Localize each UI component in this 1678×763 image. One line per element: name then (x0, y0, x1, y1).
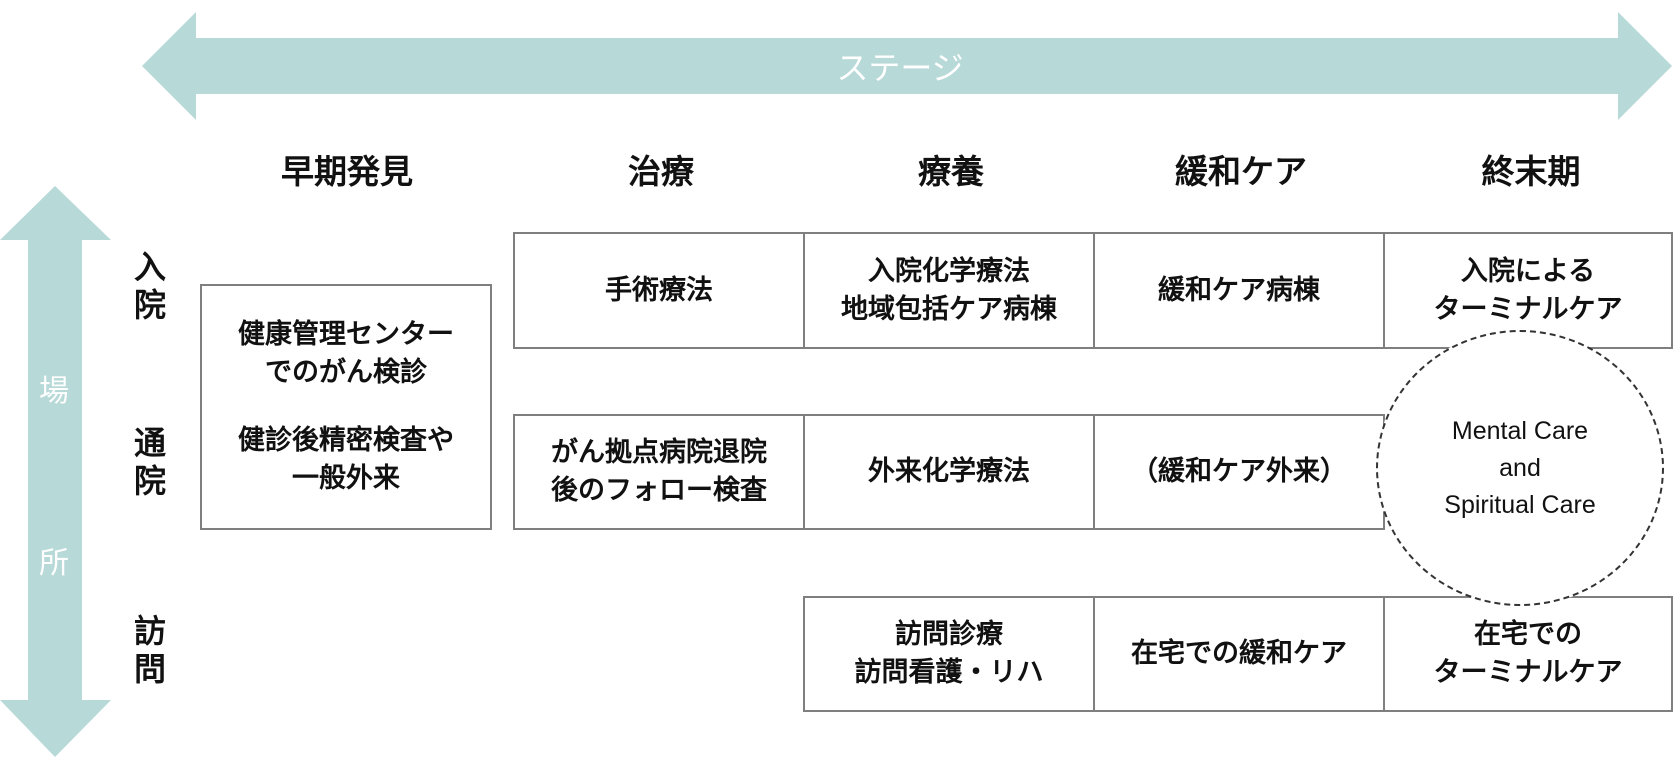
cell-text-line-2: ターミナルケア (1433, 657, 1623, 688)
inpatient-terminal-cell: 入院による ターミナルケア (1383, 232, 1673, 349)
cell-text: 在宅での緩和ケア (1131, 638, 1347, 669)
outpatient-treatment-cell: がん拠点病院退院 後のフォロー検査 (513, 414, 805, 530)
early-detection-line-3: 健診後精密検査や (238, 425, 454, 456)
inpatient-treatment-cell: 手術療法 (513, 232, 805, 349)
stage-header-treatment: 治療 (628, 152, 694, 191)
cell-text-line-2: ターミナルケア (1433, 293, 1623, 325)
early-detection-box: 健康管理センター でのがん検診 健診後精密検査や 一般外来 (200, 284, 492, 530)
cell-text: （緩和ケア外来） (1131, 456, 1347, 487)
cell-text-line-1: がん拠点病院退院 (551, 437, 767, 468)
place-header-inpatient: 入 院 (133, 248, 166, 324)
place-axis-label-2: 所 (39, 546, 69, 581)
place-header-home-visit: 訪 問 (133, 612, 166, 688)
place-arrow (0, 186, 111, 757)
outpatient-palliative-cell: （緩和ケア外来） (1093, 414, 1385, 530)
cell-text-line-2: 訪問看護・リハ (854, 657, 1044, 688)
inpatient-palliative-cell: 緩和ケア病棟 (1093, 232, 1385, 349)
cell-text-line-1: 入院化学療法 (868, 255, 1030, 287)
mental-spiritual-care-circle: Mental Care and Spiritual Care (1376, 330, 1664, 606)
cell-text-line-1: 訪問診療 (895, 619, 1003, 650)
outpatient-recuperation-cell: 外来化学療法 (803, 414, 1095, 530)
mental-care-line-1: Mental Care (1451, 416, 1589, 445)
cell-text: 外来化学療法 (868, 456, 1030, 487)
early-detection-line-2: でのがん検診 (265, 357, 427, 388)
cell-text-line-1: 在宅での (1474, 619, 1582, 650)
visit-terminal-cell: 在宅での ターミナルケア (1383, 596, 1673, 712)
cell-text-line-2: 地域包括ケア病棟 (841, 293, 1057, 325)
stage-arrow (142, 12, 1672, 120)
visit-palliative-cell: 在宅での緩和ケア (1093, 596, 1385, 712)
stage-header-terminal: 終末期 (1481, 152, 1581, 191)
stage-header-early-detection: 早期発見 (281, 152, 413, 191)
cell-text-line-1: 入院による (1460, 255, 1596, 287)
early-detection-line-4: 一般外来 (292, 463, 400, 494)
stage-axis-label: ステージ (836, 49, 964, 87)
mental-care-line-2: and (1499, 453, 1541, 482)
stage-header-recuperation: 療養 (918, 152, 984, 191)
early-detection-line-1: 健康管理センター (238, 319, 454, 350)
place-header-outpatient: 通 院 (133, 424, 166, 500)
place-axis-label-1: 場 (39, 374, 69, 409)
cell-text: 緩和ケア病棟 (1158, 274, 1320, 306)
visit-recuperation-cell: 訪問診療 訪問看護・リハ (803, 596, 1095, 712)
cell-text-line-2: 後のフォロー検査 (551, 475, 767, 506)
cell-text: 手術療法 (605, 274, 713, 306)
mental-care-line-3: Spiritual Care (1444, 490, 1596, 519)
inpatient-recuperation-cell: 入院化学療法 地域包括ケア病棟 (803, 232, 1095, 349)
stage-header-palliative: 緩和ケア (1175, 152, 1307, 191)
